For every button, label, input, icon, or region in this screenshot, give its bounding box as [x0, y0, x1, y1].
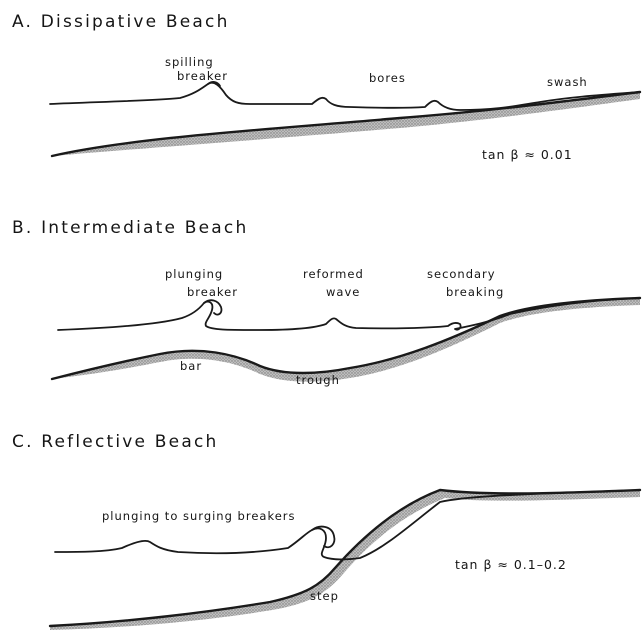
panel-b-figure	[52, 298, 640, 382]
panel-c-title: C. Reflective Beach	[12, 432, 218, 452]
label-secondary: secondary	[427, 268, 496, 281]
label-bores: bores	[369, 72, 406, 85]
label-spilling: spilling	[165, 56, 214, 69]
panel-c-water-surface	[55, 490, 640, 559]
label-swash: swash	[547, 76, 588, 89]
label-trough: trough	[296, 374, 340, 387]
label-dissipative-slope: tan β ≈ 0.01	[482, 148, 573, 161]
label-spilling-breaker: breaker	[177, 70, 228, 83]
label-plunging: plunging	[165, 268, 223, 281]
label-plunging-to-surging-breakers: plunging to surging breakers	[102, 510, 296, 523]
label-reformed: reformed	[303, 268, 364, 281]
label-reflective-slope: tan β ≈ 0.1–0.2	[455, 558, 567, 571]
panel-b-title: B. Intermediate Beach	[12, 218, 248, 238]
panel-b-water-surface	[58, 298, 640, 330]
label-bar: bar	[180, 360, 202, 373]
label-reformed-wave: wave	[326, 286, 360, 299]
panel-a-figure	[50, 82, 640, 156]
label-step: step	[310, 590, 339, 603]
label-plunging-breaker: breaker	[187, 286, 238, 299]
label-secondary-breaking: breaking	[446, 286, 504, 299]
panel-a-title: A. Dissipative Beach	[12, 12, 230, 32]
